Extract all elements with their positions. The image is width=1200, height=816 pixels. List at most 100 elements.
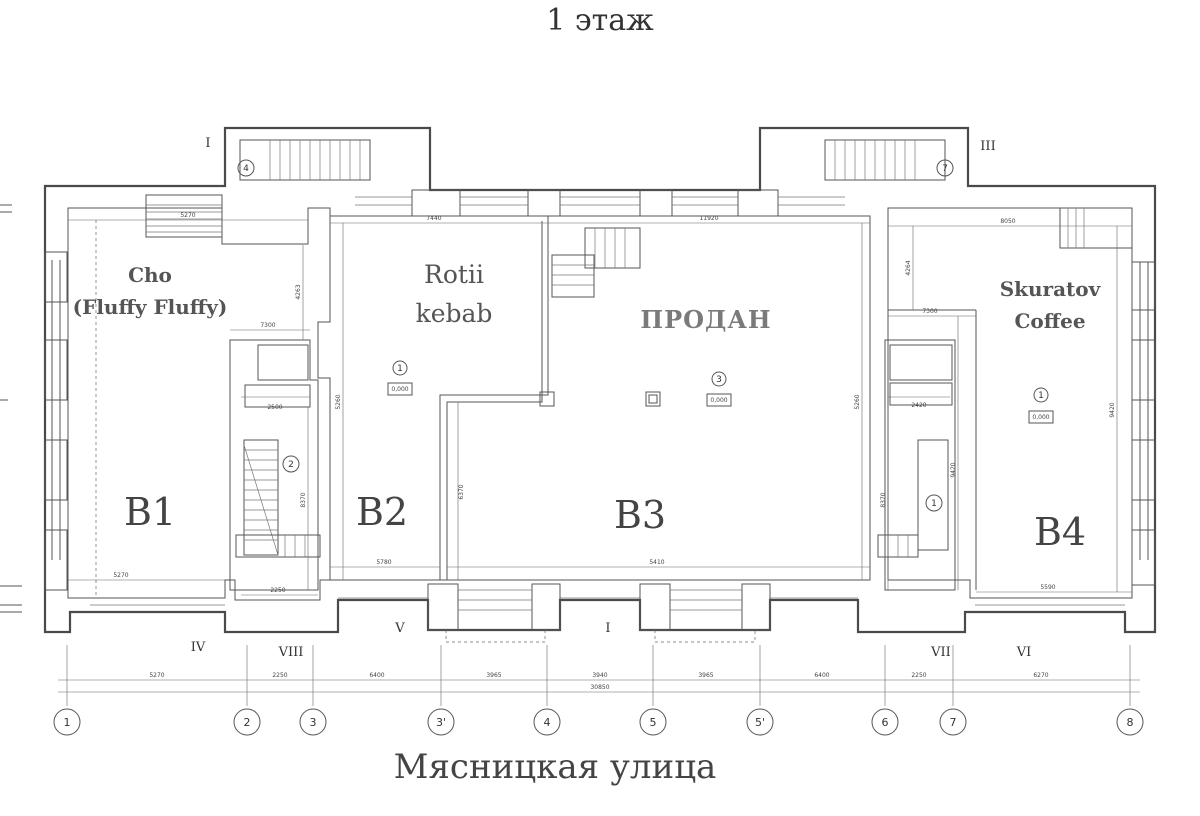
section-mark-i: I (605, 621, 610, 636)
svg-text:1: 1 (931, 499, 937, 509)
bay-dim-4-5: 3940 (592, 672, 607, 679)
svg-text:2: 2 (244, 716, 251, 729)
svg-text:4: 4 (243, 164, 249, 174)
tenant-b1-line2: (Fluffy Fluffy) (73, 295, 228, 319)
dim-label-b1-corridor: 7300 (260, 322, 275, 329)
svg-text:5: 5 (650, 716, 657, 729)
svg-text:1: 1 (1038, 391, 1044, 401)
level-label-b2: 0,000 (391, 386, 408, 393)
section-mark-vii: VII (930, 645, 951, 660)
svg-text:2: 2 (288, 460, 294, 470)
section-mark-top-left: I (205, 136, 210, 151)
svg-text:3': 3' (436, 716, 446, 729)
dim-label-b1-depth: 4263 (295, 284, 302, 299)
room-dimension-labels: 5270 7440 11920 8050 5780 5410 5590 5270… (113, 212, 1116, 594)
unit-label-b1: B1 (124, 490, 176, 534)
svg-text:7: 7 (942, 164, 948, 174)
svg-text:8: 8 (1127, 716, 1134, 729)
bay-dim-5p-6: 6400 (814, 672, 829, 679)
dim-label-b3-depth: 5260 (854, 394, 861, 409)
axis-bubble-5p: 5' (746, 708, 774, 736)
outer-walls (43, 126, 1157, 634)
dim-label-b2-bottom: 5780 (376, 559, 391, 566)
dim-label-b2-width: 7440 (426, 215, 441, 222)
tenant-b4-line1: Skuratov (1000, 277, 1102, 301)
svg-text:4: 4 (544, 716, 551, 729)
svg-text:1: 1 (397, 364, 403, 374)
unit-label-b4: B4 (1034, 510, 1086, 554)
tenant-b4-line2: Coffee (1014, 309, 1085, 333)
dim-label-core-left: 2500 (267, 404, 282, 411)
left-edge-ticks (0, 204, 22, 613)
dim-label-b3-width: 11920 (699, 215, 718, 222)
entrance-porch-left (427, 583, 561, 643)
overall-dimension: 30850 (590, 684, 609, 691)
sold-label-b3: ПРОДАН (640, 305, 771, 334)
axis-bubble-2: 2 (233, 708, 261, 736)
stair-right-corner (1059, 207, 1133, 249)
room-marker-right-annex: 7 (936, 159, 954, 177)
level-label-b4: 0,000 (1032, 414, 1049, 421)
entrance-porch-right (639, 583, 771, 643)
bay-dim-1-2: 5270 (149, 672, 164, 679)
dim-label-b2-depth: 5260 (335, 394, 342, 409)
stair-left-annex (239, 139, 371, 181)
section-mark-top-right: III (980, 139, 995, 154)
tenant-b2-line1: Rotii (424, 260, 484, 289)
section-mark-v: V (394, 621, 405, 636)
svg-text:3: 3 (310, 716, 317, 729)
dim-label-core-right-depth: 8370 (880, 492, 887, 507)
axis-bubble-5: 5 (639, 708, 667, 736)
bay-dim-5-5p: 3965 (698, 672, 713, 679)
section-mark-iv: IV (191, 640, 206, 655)
dim-label-b4-height: 9420 (1109, 402, 1116, 417)
dim-label-core-left-bottom: 2250 (270, 587, 285, 594)
stair-right-top (824, 139, 946, 181)
svg-text:6: 6 (882, 716, 889, 729)
room-marker-b3: 3 0,000 (706, 371, 732, 407)
section-mark-vi: VI (1016, 645, 1032, 660)
svg-text:3: 3 (716, 375, 722, 385)
dim-label-core-left-depth: 8370 (300, 492, 307, 507)
axis-bubble-7: 7 (939, 708, 967, 736)
unit-label-b2: B2 (356, 490, 408, 534)
axis-bubble-3: 3 (299, 708, 327, 736)
stair-b3 (551, 227, 641, 298)
bay-dim-2-3: 2250 (272, 672, 287, 679)
tenant-b1-line1: Cho (128, 263, 172, 287)
axis-dimension-chain: 5270 2250 6400 3965 3940 3965 6400 2250 … (58, 645, 1140, 706)
axis-bubbles: 1 2 3 3' 4 5 5' 6 7 8 (53, 708, 1144, 736)
dim-label-b4-width: 8050 (1000, 218, 1015, 225)
level-label-b3: 0,000 (710, 397, 727, 404)
axis-bubble-1: 1 (53, 708, 81, 736)
axis-bubble-3p: 3' (427, 708, 455, 736)
stair-left-top (145, 194, 223, 238)
column-b2 (539, 391, 555, 407)
unit-label-b3: B3 (614, 493, 666, 537)
svg-text:7: 7 (950, 716, 957, 729)
dim-label-b4-bottom: 5590 (1040, 584, 1055, 591)
room-marker-b1-core: 2 (282, 455, 300, 473)
axis-bubble-4: 4 (533, 708, 561, 736)
room-marker-b4-core: 1 (925, 494, 943, 512)
dim-label-b1-width: 5270 (180, 212, 195, 219)
bay-dim-3-3p: 6400 (369, 672, 384, 679)
dim-label-b4-depth: 4264 (905, 260, 912, 275)
stair-right-core (877, 534, 919, 558)
dim-label-core-right: 2420 (911, 402, 926, 409)
floor-title: 1 этаж (546, 3, 654, 38)
svg-text:1: 1 (64, 716, 71, 729)
column-b3 (645, 391, 661, 407)
tenant-b2-line2: kebab (416, 299, 493, 328)
dim-label-b4-corridor: 7300 (922, 308, 937, 315)
section-mark-viii: VIII (278, 645, 304, 660)
dimension-lines (68, 219, 1132, 598)
street-label: Мясницкая улица (394, 747, 717, 787)
bay-dim-7-8: 6270 (1033, 672, 1048, 679)
axis-bubble-6: 6 (871, 708, 899, 736)
svg-text:5': 5' (755, 716, 765, 729)
dim-label-b3-bottom: 5410 (649, 559, 664, 566)
dim-label-b1-bottom: 5270 (113, 572, 128, 579)
stair-core-left (235, 439, 321, 558)
